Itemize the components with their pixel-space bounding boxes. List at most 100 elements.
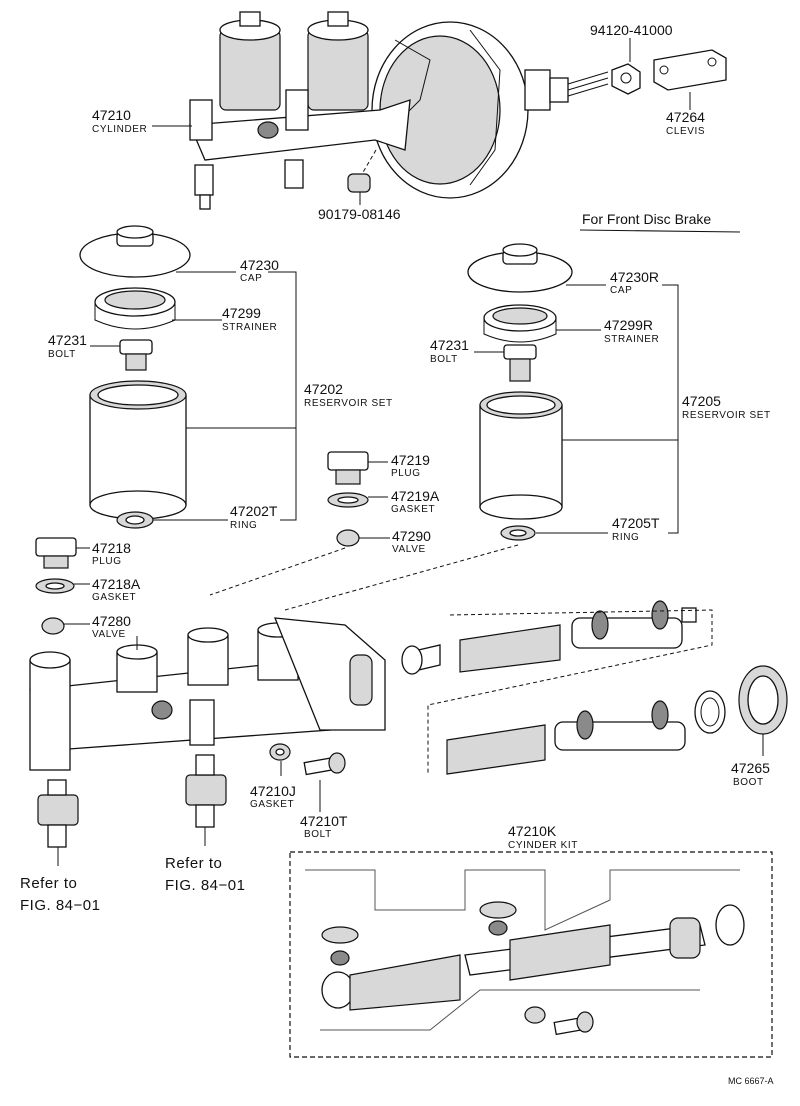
- label-47219A: 47219A GASKET: [391, 488, 440, 515]
- leader-lines: [57, 38, 764, 866]
- strainer-47299: [94, 287, 176, 330]
- label-47202T: 47202T RING: [230, 503, 278, 531]
- svg-text:VALVE: VALVE: [392, 544, 426, 555]
- drawing-code: MC 6667-A: [728, 1076, 774, 1086]
- svg-text:47219: 47219: [391, 452, 430, 468]
- clevis-nut: [611, 63, 641, 95]
- reservoir-47202: [89, 380, 187, 520]
- label-47264: 47264 CLEVIS: [666, 109, 705, 137]
- bolt-47210T: [303, 752, 346, 776]
- svg-text:47205: 47205: [682, 393, 721, 409]
- valve-47280: [41, 617, 65, 635]
- ring-47202T: [116, 511, 154, 529]
- label-47205T: 47205T RING: [612, 515, 660, 543]
- clevis: [653, 49, 727, 91]
- svg-text:47231: 47231: [48, 332, 87, 348]
- boot-47265: [738, 665, 788, 735]
- svg-text:RING: RING: [612, 532, 639, 543]
- label-47210: 47210 CYLINDER: [92, 107, 147, 135]
- label-47218A: 47218A GASKET: [92, 576, 141, 603]
- svg-text:47299: 47299: [222, 305, 261, 321]
- label-47265: 47265 BOOT: [731, 760, 770, 788]
- piston-assembly-upper: [401, 600, 697, 675]
- grommet-90179: [347, 149, 377, 193]
- svg-text:Refer to: Refer to: [165, 855, 222, 872]
- master-cylinder-body: [29, 617, 386, 771]
- snap-ring: [694, 690, 726, 734]
- cap-47230: [79, 225, 191, 278]
- label-47231-right: 47231 BOLT: [430, 337, 469, 365]
- cylinder-kit-parts: [321, 901, 745, 1036]
- svg-text:CYINDER KIT: CYINDER KIT: [508, 840, 578, 851]
- brake-booster: [371, 21, 609, 199]
- cylinder-kit-ghost-body: [305, 869, 740, 1031]
- svg-text:BOOT: BOOT: [733, 777, 764, 788]
- svg-text:STRAINER: STRAINER: [222, 322, 277, 333]
- svg-text:GASKET: GASKET: [92, 592, 136, 603]
- svg-text:47218: 47218: [92, 540, 131, 556]
- label-47219: 47219 PLUG: [391, 452, 430, 479]
- svg-text:47230R: 47230R: [610, 269, 659, 285]
- svg-text:PLUG: PLUG: [92, 556, 122, 567]
- svg-text:47219A: 47219A: [391, 488, 440, 504]
- label-47230R: 47230R CAP: [610, 269, 659, 296]
- gasket-47219A: [327, 492, 369, 508]
- svg-text:STRAINER: STRAINER: [604, 334, 659, 345]
- valve-47290: [209, 529, 360, 596]
- svg-text:47210J: 47210J: [250, 783, 296, 799]
- svg-text:Refer to: Refer to: [20, 875, 77, 892]
- svg-text:47210: 47210: [92, 107, 131, 123]
- svg-text:PLUG: PLUG: [391, 468, 421, 479]
- svg-text:RESERVOIR SET: RESERVOIR SET: [304, 398, 393, 409]
- svg-text:47231: 47231: [430, 337, 469, 353]
- plug-47219: [327, 451, 369, 485]
- svg-text:47290: 47290: [392, 528, 431, 544]
- svg-text:FIG. 84−01: FIG. 84−01: [20, 897, 100, 914]
- svg-text:47264: 47264: [666, 109, 705, 125]
- svg-text:CAP: CAP: [240, 273, 262, 284]
- svg-text:FIG. 84−01: FIG. 84−01: [165, 877, 245, 894]
- svg-text:BOLT: BOLT: [304, 829, 332, 840]
- label-47210T: 47210T BOLT: [300, 813, 348, 840]
- svg-text:47210K: 47210K: [508, 823, 557, 839]
- cylinder-kit-box: [289, 851, 773, 1058]
- gasket-47218A: [35, 578, 75, 594]
- label-47299: 47299 STRAINER: [222, 305, 277, 333]
- svg-text:GASKET: GASKET: [250, 799, 294, 810]
- svg-text:47202: 47202: [304, 381, 343, 397]
- label-47218: 47218 PLUG: [92, 540, 131, 567]
- svg-text:GASKET: GASKET: [391, 504, 435, 515]
- reservoir-47205: [479, 391, 563, 520]
- fitting-left: [37, 779, 79, 848]
- plug-47218: [35, 537, 77, 569]
- label-47210K: 47210K CYINDER KIT: [508, 823, 578, 851]
- ref-fig-center: Refer to FIG. 84−01: [165, 855, 245, 894]
- gasket-47210J: [269, 743, 291, 761]
- svg-text:CLEVIS: CLEVIS: [666, 126, 705, 137]
- label-47202: 47202 RESERVOIR SET: [304, 381, 393, 409]
- label-47280: 47280 VALVE: [92, 613, 131, 640]
- svg-text:VALVE: VALVE: [92, 629, 126, 640]
- svg-text:CAP: CAP: [610, 285, 632, 296]
- ref-fig-left: Refer to FIG. 84−01: [20, 875, 100, 914]
- label-94120: 94120-41000: [590, 22, 673, 38]
- label-47230: 47230 CAP: [240, 257, 279, 284]
- svg-text:47280: 47280: [92, 613, 131, 629]
- bolt-47231-right: [503, 344, 537, 382]
- label-47210J: 47210J GASKET: [250, 783, 296, 810]
- svg-text:CYLINDER: CYLINDER: [92, 124, 147, 135]
- label-47231-left: 47231 BOLT: [48, 332, 87, 360]
- svg-text:BOLT: BOLT: [430, 354, 458, 365]
- ring-47205T: [500, 525, 536, 541]
- strainer-47299R: [483, 304, 557, 343]
- label-47290: 47290 VALVE: [392, 528, 431, 555]
- svg-text:47230: 47230: [240, 257, 279, 273]
- svg-text:94120-41000: 94120-41000: [590, 22, 673, 38]
- cap-47230R: [467, 243, 573, 293]
- svg-text:90179-08146: 90179-08146: [318, 206, 401, 222]
- piston-assembly-lower: [446, 700, 686, 775]
- label-90179: 90179-08146: [318, 206, 401, 222]
- svg-text:For Front Disc Brake: For Front Disc Brake: [582, 211, 711, 227]
- svg-text:47265: 47265: [731, 760, 770, 776]
- bolt-47231-left: [119, 339, 153, 371]
